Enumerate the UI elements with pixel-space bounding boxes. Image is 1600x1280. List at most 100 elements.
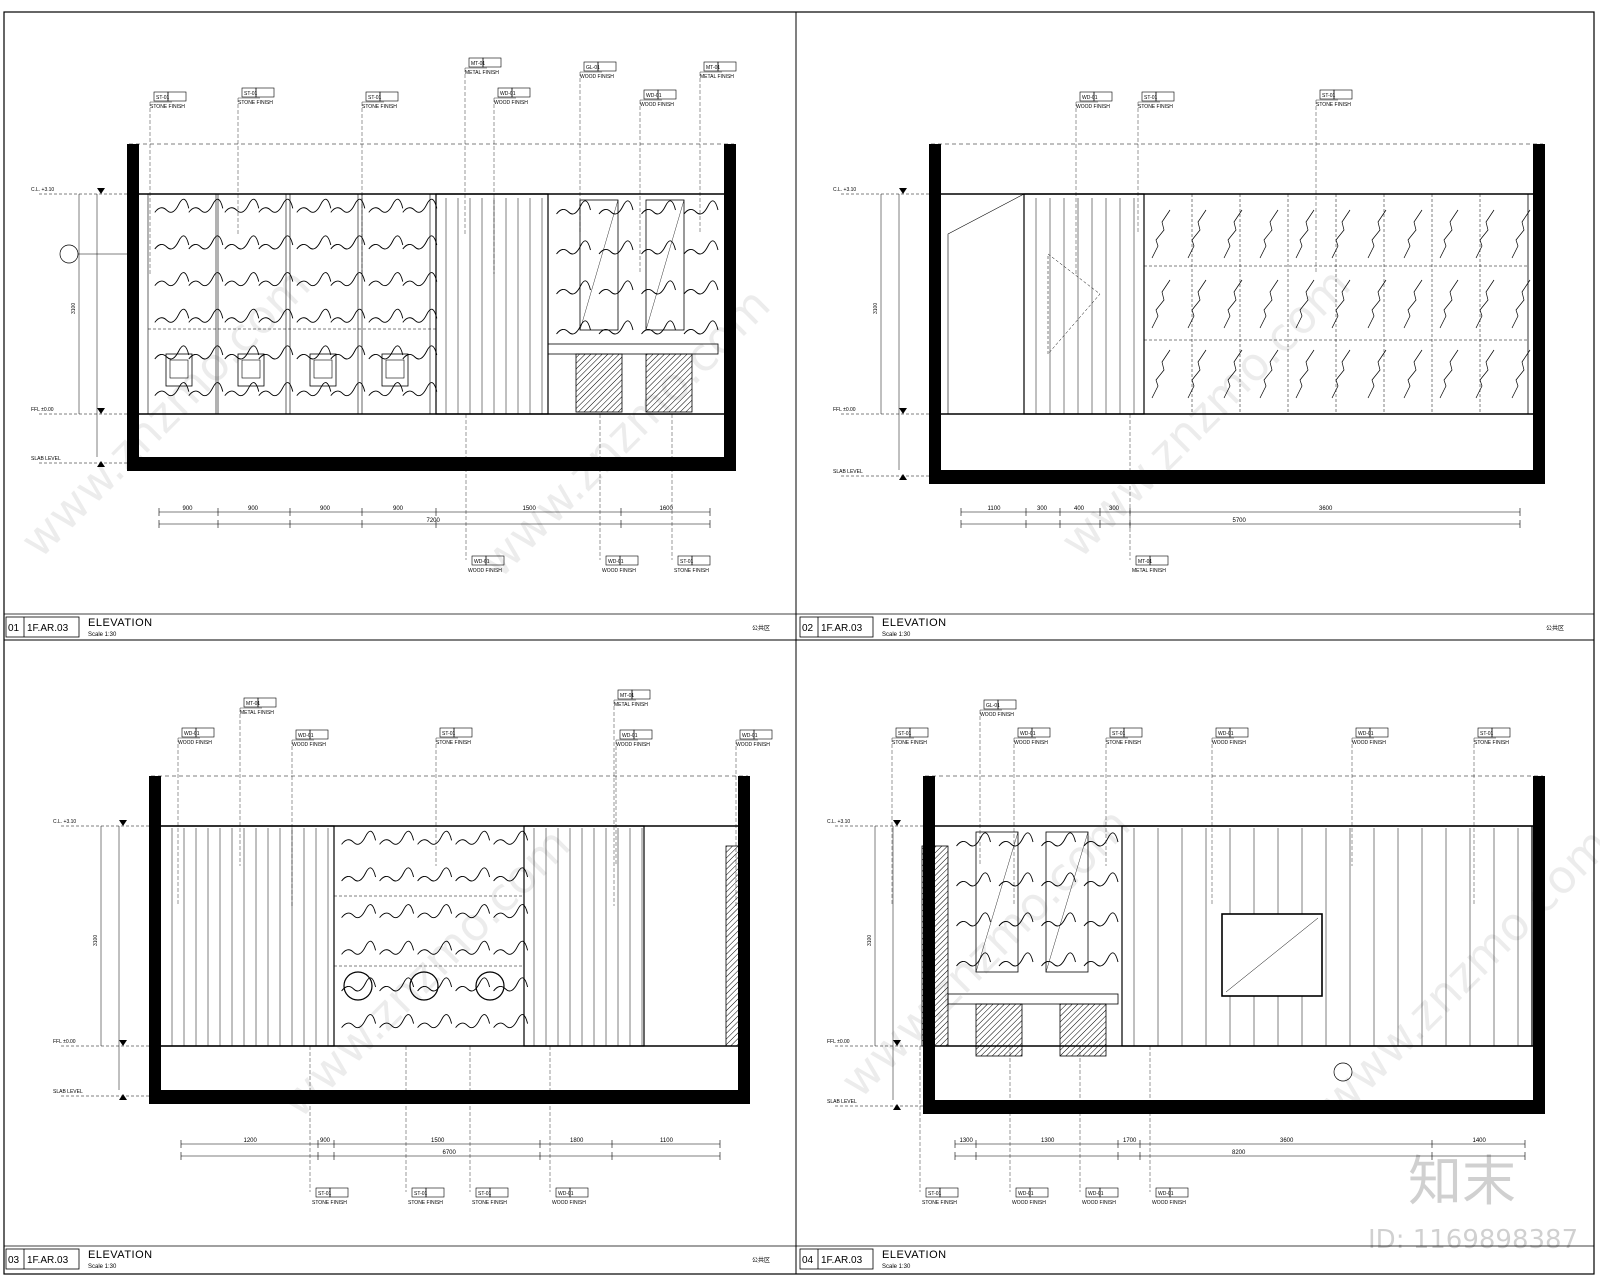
marble-vein bbox=[341, 977, 377, 992]
material-tag-code: ST-01 bbox=[156, 95, 170, 101]
marble-vein bbox=[402, 235, 438, 250]
marble-vein bbox=[493, 904, 529, 919]
wood-wall-panel bbox=[523, 825, 645, 1047]
marble-vein bbox=[258, 272, 294, 287]
level-label-ceiling: C.L. +3.10 bbox=[827, 819, 850, 825]
material-tag-box bbox=[453, 727, 473, 738]
marble-vein bbox=[330, 345, 366, 360]
stone-panel bbox=[361, 193, 431, 415]
stone-vein bbox=[1475, 349, 1495, 399]
material-tag-desc: STONE FINISH bbox=[472, 1200, 507, 1206]
panel-1-number: 01 bbox=[8, 623, 20, 634]
material-tag-code: WD-01 bbox=[622, 733, 638, 739]
material-tag-desc: WOOD FINISH bbox=[468, 568, 502, 574]
material-tag-desc: STONE FINISH bbox=[1138, 104, 1173, 110]
urinal-fixture bbox=[381, 353, 409, 387]
level-label-floor: FFL ±0.00 bbox=[827, 1039, 850, 1045]
stone-vein bbox=[1151, 209, 1171, 259]
marble-vein bbox=[1041, 952, 1076, 967]
mirror-reflection-line bbox=[1045, 831, 1089, 973]
material-tag-box bbox=[485, 555, 505, 566]
level-label-ceiling: C.L. +3.10 bbox=[53, 819, 76, 825]
marble-veining bbox=[368, 198, 438, 397]
stone-vein bbox=[1367, 349, 1387, 399]
marble-vein bbox=[417, 977, 453, 992]
material-tag-box bbox=[255, 87, 275, 98]
marble-vein bbox=[493, 940, 529, 955]
level-label-slab: SLAB LEVEL bbox=[31, 456, 61, 462]
panel-2-title: ELEVATION bbox=[882, 617, 947, 629]
marble-vein bbox=[956, 912, 991, 927]
marble-vein bbox=[258, 308, 294, 323]
material-tag-desc: STONE FINISH bbox=[362, 104, 397, 110]
stone-vein bbox=[1223, 279, 1243, 329]
marble-vein bbox=[368, 308, 404, 323]
mirror-reflection-line bbox=[579, 199, 619, 331]
material-tag-desc: METAL FINISH bbox=[465, 70, 499, 76]
material-tag-code: ST-01 bbox=[1480, 731, 1494, 737]
level-marker-icon bbox=[899, 408, 907, 414]
marble-vein bbox=[379, 867, 415, 882]
marble-vein bbox=[258, 235, 294, 250]
stone-vein bbox=[1367, 279, 1387, 329]
panel-2-sheet: 1F.AR.03 bbox=[821, 623, 863, 634]
watermark-text: www.znzmo.com bbox=[10, 257, 321, 568]
marble-vein bbox=[402, 272, 438, 287]
material-tag-code: WD-01 bbox=[1218, 731, 1234, 737]
material-tag-code: ST-01 bbox=[680, 559, 694, 565]
material-tag-box bbox=[691, 555, 711, 566]
dimension-value: 900 bbox=[248, 506, 259, 512]
stone-panel bbox=[289, 193, 359, 415]
marble-vein bbox=[455, 977, 491, 992]
material-tag-code: WD-01 bbox=[1088, 1191, 1104, 1197]
section-marker-icon bbox=[1333, 1062, 1353, 1082]
panel-2-number: 02 bbox=[802, 623, 814, 634]
stone-vein bbox=[1511, 349, 1531, 399]
material-tag-box bbox=[257, 697, 277, 708]
stone-vein bbox=[1511, 279, 1531, 329]
marble-vein bbox=[598, 200, 634, 215]
stone-vein bbox=[1187, 209, 1207, 259]
material-tag-box bbox=[717, 61, 737, 72]
panel-2-scale: Scale 1:30 bbox=[882, 632, 911, 638]
stone-vein bbox=[1403, 209, 1423, 259]
marble-vein bbox=[330, 382, 366, 397]
marble-vein bbox=[224, 308, 260, 323]
material-tag-desc: METAL FINISH bbox=[614, 702, 648, 708]
marble-vein bbox=[330, 235, 366, 250]
urinal-bowl bbox=[385, 359, 405, 379]
material-tag-desc: STONE FINISH bbox=[238, 100, 273, 106]
material-tag-code: ST-01 bbox=[244, 91, 258, 97]
level-label-floor: FFL ±0.00 bbox=[53, 1039, 76, 1045]
material-tag-desc: WOOD FINISH bbox=[1014, 740, 1048, 746]
material-tag-box bbox=[425, 1187, 445, 1198]
material-tag-code: MT-01 bbox=[246, 701, 260, 707]
marble-vein bbox=[417, 1014, 453, 1029]
dimension-value: 900 bbox=[183, 506, 194, 512]
marble-vein bbox=[956, 952, 991, 967]
material-tag-box bbox=[329, 1187, 349, 1198]
dimension-total: 5700 bbox=[1233, 518, 1247, 524]
material-tag-code: WD-01 bbox=[500, 91, 516, 97]
level-marker-icon bbox=[97, 408, 105, 414]
wood-wall-panel bbox=[1121, 825, 1533, 1047]
marble-vein bbox=[368, 382, 404, 397]
height-dimension-value: 3100 bbox=[867, 935, 873, 946]
marble-vein bbox=[1083, 832, 1119, 847]
marble-vein bbox=[402, 198, 438, 213]
material-tag-box bbox=[1099, 1187, 1119, 1198]
marble-vein bbox=[368, 235, 404, 250]
material-tag-code: WD-01 bbox=[1018, 1191, 1034, 1197]
